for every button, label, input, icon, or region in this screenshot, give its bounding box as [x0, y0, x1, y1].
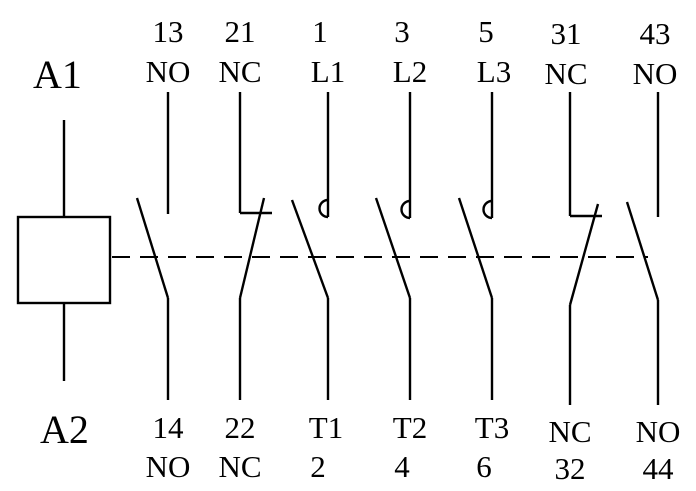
switch-blade [290, 199, 330, 299]
switch-blade [457, 197, 494, 299]
terminal-label: 3 [394, 14, 410, 49]
contact-nc-21-22 [238, 92, 272, 400]
terminal-label: T3 [475, 410, 509, 445]
terminal-type-label: NC [544, 56, 587, 91]
terminal-type-label: NO [146, 449, 191, 484]
terminal-label: 2 [310, 449, 326, 484]
terminal-type-label: NC [548, 414, 591, 449]
contact-main-l2-t2 [374, 92, 412, 400]
contact-main-l1-t1 [290, 92, 330, 400]
bottom-labels: 14 NO 22 NC T1 2 T2 4 T3 6 NC 32 NO 44 [146, 410, 681, 486]
terminal-label: 31 [551, 16, 582, 51]
switch-blade [238, 197, 266, 299]
terminal-label: T1 [309, 410, 343, 445]
terminal-label: 22 [225, 410, 256, 445]
terminal-label: 14 [153, 410, 185, 445]
coil-label-a1: A1 [33, 52, 82, 97]
terminal-label: 4 [394, 449, 410, 484]
terminal-type-label: NO [146, 54, 191, 89]
terminal-label: 6 [476, 449, 492, 484]
terminal-type-label: L2 [393, 54, 427, 89]
switch-blade [374, 197, 412, 299]
terminal-label: 1 [312, 14, 328, 49]
top-labels: 13 NO 21 NC 1 L1 3 L2 5 L3 31 NC 43 NO [146, 14, 678, 91]
switch-blade [568, 203, 600, 306]
coil-box [16, 215, 112, 305]
terminal-label: 21 [225, 14, 256, 49]
terminal-label: 13 [153, 14, 184, 49]
coil-label-a2: A2 [40, 407, 89, 452]
terminal-type-label: NO [636, 414, 681, 449]
terminal-label: 44 [643, 451, 675, 486]
contact-nc-31-32 [568, 92, 602, 405]
coil: A1 A2 [16, 52, 112, 452]
contact-no-43-44 [625, 92, 660, 405]
terminal-type-label: NC [218, 54, 261, 89]
terminal-label: 32 [555, 451, 586, 486]
terminal-type-label: NC [218, 449, 261, 484]
contact-no-13-14 [135, 92, 170, 400]
terminal-type-label: L1 [311, 54, 345, 89]
terminal-label: 5 [478, 14, 494, 49]
switch-blade [625, 201, 660, 301]
terminal-type-label: L3 [477, 54, 511, 89]
contact-main-l3-t3 [457, 92, 494, 400]
terminal-label: 43 [640, 16, 671, 51]
terminal-label: T2 [393, 410, 427, 445]
switch-blade [135, 197, 170, 299]
terminal-type-label: NO [633, 56, 678, 91]
